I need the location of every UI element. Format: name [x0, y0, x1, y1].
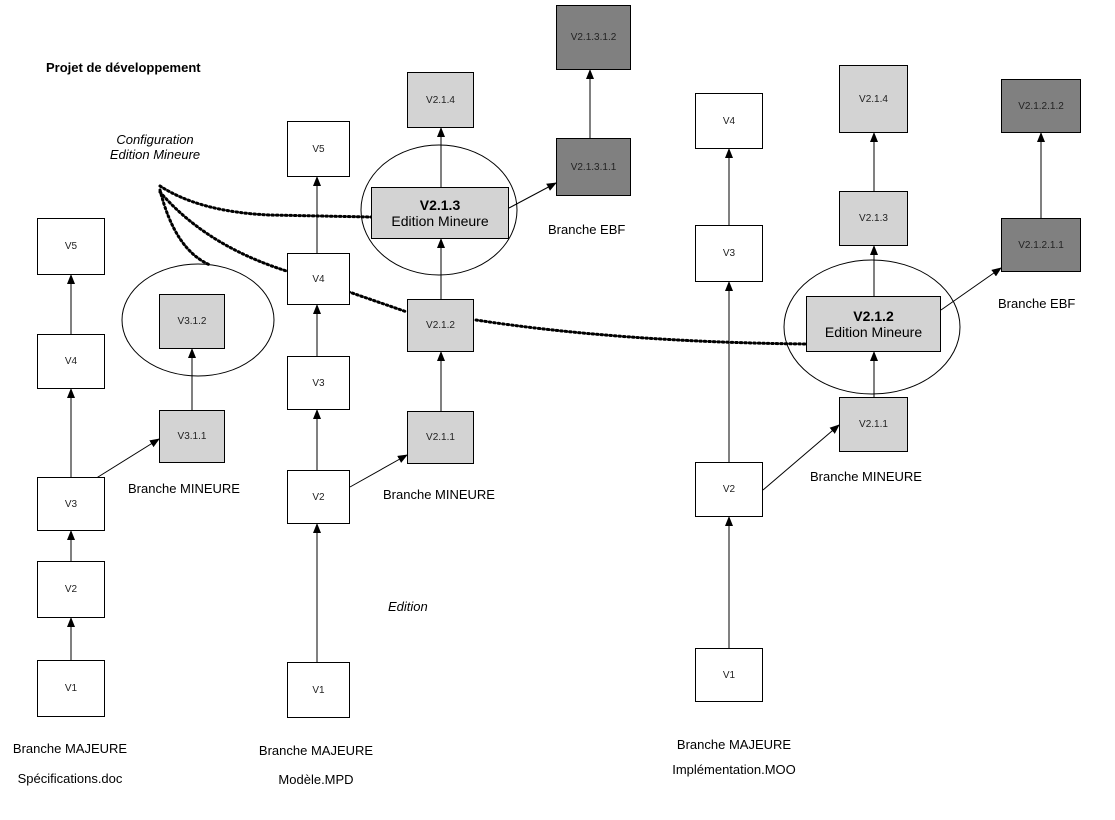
c3-ebf-branch-label: Branche EBF	[998, 296, 1076, 311]
c1-v1: V1	[37, 660, 105, 717]
c2-ebf-branch-label: Branche EBF	[548, 222, 626, 237]
c3-v211: V2.1.1	[839, 397, 908, 452]
c2-v4: V4	[287, 253, 350, 305]
c2-v21312: V2.1.3.1.2	[556, 5, 631, 70]
c1-v312: V3.1.2	[159, 294, 225, 349]
edge-c3-v212-v21211	[940, 267, 1002, 311]
c2-v211: V2.1.1	[407, 411, 474, 464]
c3-v3: V3	[695, 225, 763, 282]
c3-v213: V2.1.3	[839, 191, 908, 246]
c3-v21212: V2.1.2.1.2	[1001, 79, 1081, 133]
ellipse-v212	[783, 259, 961, 395]
c3-minor-branch-label: Branche MINEURE	[810, 469, 922, 484]
c2-v2: V2	[287, 470, 350, 524]
c1-file-name: Spécifications.doc	[17, 771, 123, 786]
config-link-c3-v212	[474, 318, 808, 346]
c1-v2: V2	[37, 561, 105, 618]
edge-c2-v213-v21311	[508, 182, 557, 209]
config-link-v213	[158, 184, 373, 219]
c1-v5: V5	[37, 218, 105, 275]
c3-v4: V4	[695, 93, 763, 149]
c2-v214: V2.1.4	[407, 72, 474, 128]
config-annotation: Configuration Edition Mineure	[110, 132, 200, 162]
c2-file-name: Modèle.MPD	[278, 772, 354, 787]
page-title: Projet de développement	[46, 60, 201, 75]
edition-annotation: Edition	[388, 599, 428, 614]
c2-minor-branch-label: Branche MINEURE	[383, 487, 495, 502]
config-annotation-line2: Edition Mineure	[109, 147, 201, 162]
c3-file-name: Implémentation.MOO	[672, 762, 796, 777]
ellipse-v312	[121, 263, 275, 377]
c3-v1: V1	[695, 648, 763, 702]
c3-v2: V2	[695, 462, 763, 517]
c1-v311: V3.1.1	[159, 410, 225, 463]
c1-major-branch-label: Branche MAJEURE	[12, 741, 128, 756]
c2-v1: V1	[287, 662, 350, 718]
c2-v213-version: V2.1.3	[419, 197, 461, 213]
c3-v21211: V2.1.2.1.1	[1001, 218, 1081, 272]
c2-major-branch-label: Branche MAJEURE	[258, 743, 374, 758]
c3-v212-subtitle: Edition Mineure	[824, 324, 923, 340]
ellipse-v213	[360, 144, 518, 276]
config-annotation-line1: Configuration	[116, 132, 194, 147]
c1-v3: V3	[37, 477, 105, 531]
c3-v212-version: V2.1.2	[853, 308, 894, 324]
c3-v214: V2.1.4	[839, 65, 908, 133]
config-link-v4	[158, 188, 212, 267]
c2-v5: V5	[287, 121, 350, 177]
c3-v212: V2.1.2 Edition Mineure	[806, 296, 941, 352]
c1-minor-branch-label: Branche MINEURE	[128, 481, 240, 496]
edge-c3-v2-v211	[762, 424, 840, 491]
edge-c1-v3-v311	[89, 438, 160, 483]
c3-major-branch-label: Branche MAJEURE	[676, 737, 792, 752]
c2-v213: V2.1.3 Edition Mineure	[371, 187, 509, 239]
edge-c2-v2-v211	[349, 454, 408, 488]
c2-v213-subtitle: Edition Mineure	[391, 213, 489, 229]
c2-v3: V3	[287, 356, 350, 410]
c2-v212: V2.1.2	[407, 299, 474, 352]
c1-v4: V4	[37, 334, 105, 389]
c2-v21311: V2.1.3.1.1	[556, 138, 631, 196]
